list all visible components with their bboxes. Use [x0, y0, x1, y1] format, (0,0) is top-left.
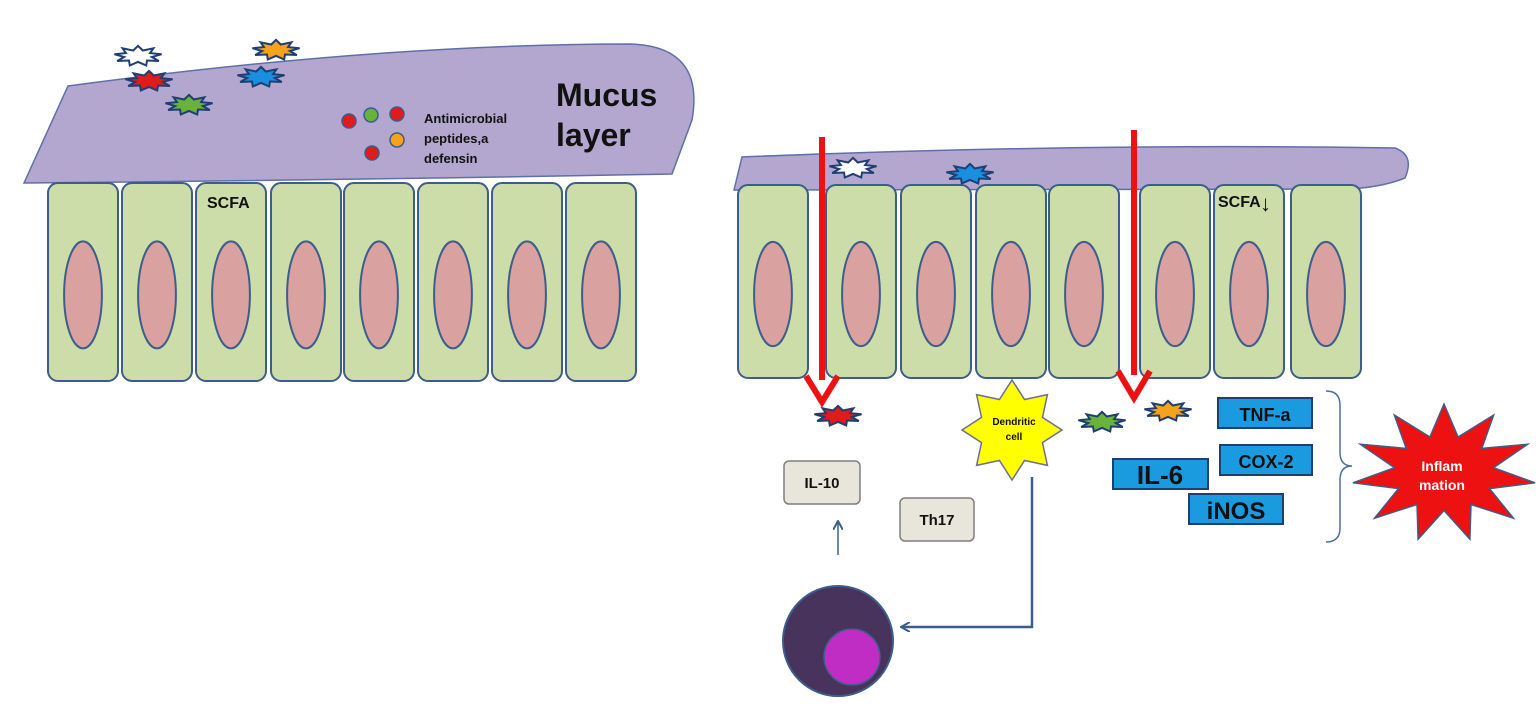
cell-nucleus: [211, 240, 251, 350]
th17-box: [899, 497, 975, 542]
microbe-blue: [237, 65, 285, 88]
cox2-label: COX-2: [1238, 452, 1293, 472]
cell-nucleus: [286, 240, 326, 350]
inos-box: [1188, 493, 1284, 525]
peptide-dot-red: [389, 106, 405, 122]
inos-label: iNOS: [1207, 498, 1266, 525]
il10-box: [783, 460, 861, 505]
microbe-red: [125, 69, 173, 92]
antimicrobial-peptides-label: Antimicrobial: [424, 111, 507, 126]
peptide-dot-orange: [389, 132, 405, 148]
cell-nucleus: [1306, 240, 1346, 348]
antimicrobial-peptide-dots: [341, 106, 405, 161]
breach-arrow-head-icon: [803, 374, 841, 408]
peptide-dot-red: [364, 145, 380, 161]
microbe-orange: [252, 38, 300, 61]
barrier-breach-arrows: [803, 130, 1153, 408]
dendritic-cell-label-2: cell: [1006, 432, 1023, 443]
cell-nucleus: [1229, 240, 1269, 348]
microbe-orange: [1144, 399, 1192, 422]
lymphocyte-nucleus: [823, 628, 881, 686]
il6-label: IL-6: [1137, 460, 1183, 490]
cell-nucleus: [1155, 240, 1195, 348]
cell-nucleus: [63, 240, 103, 350]
tnf-label: TNF-a: [1240, 405, 1292, 425]
scfa-decrease-arrow-icon: ↓: [1260, 191, 1271, 216]
cytokine-bracket: [1325, 390, 1353, 543]
microbe-red: [814, 404, 862, 427]
dendritic-cell: [960, 378, 1064, 482]
peptide-dot-green: [363, 107, 379, 123]
antimicrobial-peptides-label-2: peptides,a: [424, 131, 489, 146]
il6-box: [1112, 458, 1209, 490]
breach-arrow-head-icon: [1115, 369, 1153, 404]
microbes: [114, 38, 1192, 433]
microbe-green: [1078, 410, 1126, 433]
inflammation-burst: [1352, 402, 1536, 542]
mucus-layer-healthy: [22, 43, 695, 184]
antigen-presentation-arrow: [902, 477, 1034, 627]
epithelium-diseased: [737, 184, 1362, 379]
cell-nucleus: [1064, 240, 1104, 348]
cox2-box: [1219, 444, 1313, 476]
tnf-box: [1217, 397, 1313, 429]
cell-nucleus: [753, 240, 793, 348]
cell-nucleus: [991, 240, 1031, 348]
dendritic-cell-label: Dendritic: [992, 417, 1036, 428]
il10-label: IL-10: [804, 475, 839, 492]
scfa-label-healthy: SCFA: [207, 195, 250, 212]
microbe-white: [829, 156, 877, 179]
cell-nucleus: [137, 240, 177, 350]
antimicrobial-peptides-label-3: defensin: [424, 151, 478, 166]
peptide-dot-red: [341, 113, 357, 129]
microbe-white: [114, 44, 162, 67]
epithelium-healthy: [47, 182, 637, 382]
microbe-green: [165, 93, 213, 116]
mucus-layer-label-2: layer: [556, 117, 631, 153]
cell-nucleus: [433, 240, 473, 350]
cell-nucleus: [916, 240, 956, 348]
cell-nucleus: [581, 240, 621, 350]
mucus-layer-label: Mucus: [556, 77, 657, 113]
cell-nucleus: [841, 240, 881, 348]
mucus-layer-thin: [733, 145, 1410, 191]
cell-nucleus: [507, 240, 547, 350]
cell-nucleus: [359, 240, 399, 350]
inflammation-label-2: mation: [1419, 477, 1465, 493]
microbe-blue: [946, 162, 994, 185]
th17-label: Th17: [919, 512, 954, 529]
scfa-label-diseased: SCFA: [1218, 194, 1261, 211]
inflammation-label: Inflam: [1421, 458, 1462, 474]
